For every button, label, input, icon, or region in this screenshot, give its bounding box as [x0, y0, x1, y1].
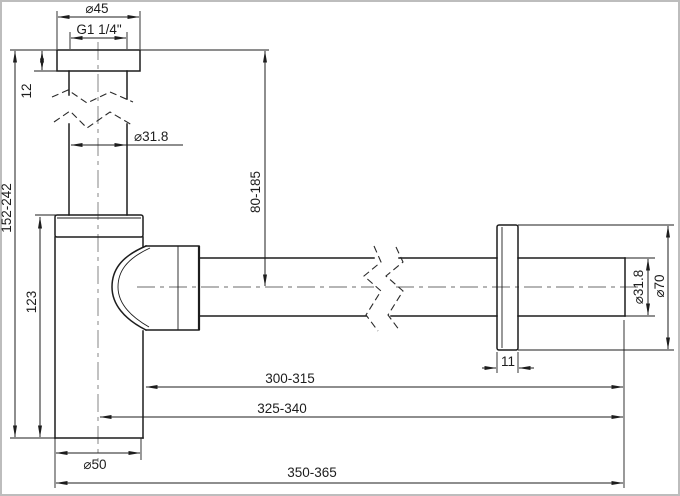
label-outlet-length-3: 350-365 [287, 465, 337, 480]
object-lines [51, 49, 626, 439]
pipe-break-mark-left [363, 245, 382, 332]
elbow-curve-outer [111, 245, 148, 332]
centerlines [97, 42, 642, 462]
label-overall-height-range: 152-242 [0, 183, 14, 233]
label-wall-flange-thickness: 11 [501, 354, 515, 369]
label-outlet-length-2: 325-340 [257, 401, 307, 416]
dimension-lines [13, 15, 670, 485]
dimension-labels: ⌀45 G1 1/4" 12 ⌀31.8 152-242 123 ⌀50 80-… [0, 1, 667, 480]
pipe-break-mark-right [385, 246, 404, 332]
label-top-flange-height: 12 [19, 83, 34, 98]
label-body-height: 123 [24, 291, 39, 314]
label-outlet-pipe-diameter: ⌀31.8 [631, 270, 646, 304]
extension-lines [10, 11, 674, 488]
inlet-pipe [51, 70, 134, 216]
label-top-flange-diameter: ⌀45 [85, 1, 108, 16]
label-inlet-pipe-diameter: ⌀31.8 [134, 129, 168, 144]
elbow-curve-inner [117, 247, 151, 328]
trap-cap [54, 214, 144, 238]
outlet-pipe [198, 245, 626, 332]
label-wall-flange-diameter: ⌀70 [652, 274, 667, 297]
top-flange [56, 49, 141, 72]
label-thread-size: G1 1/4" [76, 22, 122, 37]
label-inlet-height-range: 80-185 [248, 171, 263, 213]
label-outlet-length-1: 300-315 [265, 371, 315, 386]
wall-flange [496, 224, 519, 351]
pipe-break-mark-upper [51, 89, 134, 104]
pipe-break-mark-lower [53, 110, 133, 129]
trap-body [54, 236, 144, 439]
label-body-diameter: ⌀50 [83, 457, 106, 472]
